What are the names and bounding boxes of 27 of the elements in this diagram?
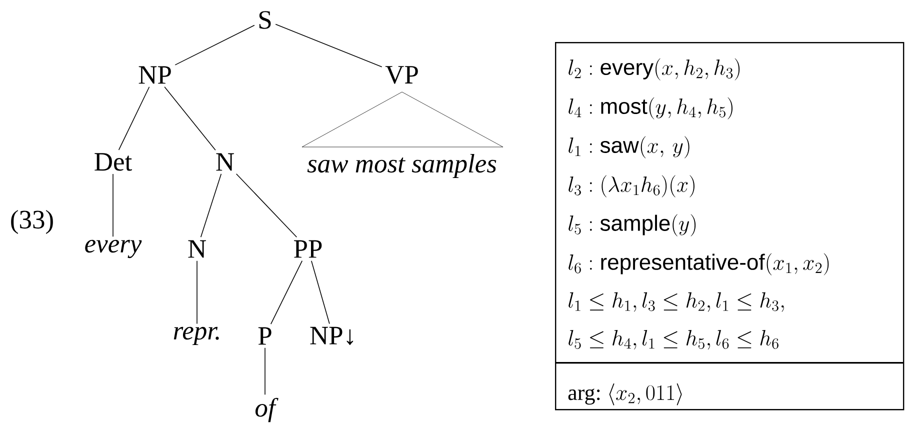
category-label: NP↓ xyxy=(310,326,354,346)
tree-branch xyxy=(264,347,266,396)
word-label: of xyxy=(255,398,278,422)
word-label: every xyxy=(85,240,142,258)
category-label: S xyxy=(259,11,271,29)
tree-branch xyxy=(236,173,298,238)
tree-branch xyxy=(275,24,382,68)
tree-branch xyxy=(118,86,150,150)
category-label: Det xyxy=(94,153,132,171)
semantics-box: $l_2 : \textsf{every}(x, h_2, h_3)$ $l_4 : \textsf{most}(y, h_4, h_5)$ $l_1 : \textsf{saw}(x,\, y)$ $l_3 : (\lambda x_1 h_6)(x)$ $l_5 : \textsf{sample}(y)$ $l_6 : \textsf{representative-of}(x_1, x_2)$ $l_1 \leq h_1, l_3 \leq h_2, l_1 \leq h_3,$ $l_5 \leq h_4, l_1 \leq h_5, l_6 \leq h_6$ $\textrm{arg:}\ \langle x_2, 011\rangle$ xyxy=(555,42,904,410)
tree-branch xyxy=(164,86,216,151)
category-label: N xyxy=(216,153,234,171)
category-label: VP xyxy=(385,66,418,84)
tree-branch xyxy=(174,24,255,66)
example-number: (33) xyxy=(11,210,53,234)
word-label: repr. xyxy=(174,326,219,346)
node-label: saw most samples xyxy=(307,154,496,178)
category-label: N xyxy=(188,240,206,258)
tree-branch xyxy=(311,260,330,324)
category-label: P xyxy=(258,327,272,345)
category-label: PP xyxy=(294,240,322,258)
tree-branch xyxy=(112,174,114,238)
category-label: NP xyxy=(138,66,171,84)
abbreviated-subtree: saw most samples xyxy=(302,92,504,178)
tree-branch xyxy=(270,260,303,324)
tree-branch xyxy=(196,260,198,324)
tree-branch xyxy=(200,173,222,238)
